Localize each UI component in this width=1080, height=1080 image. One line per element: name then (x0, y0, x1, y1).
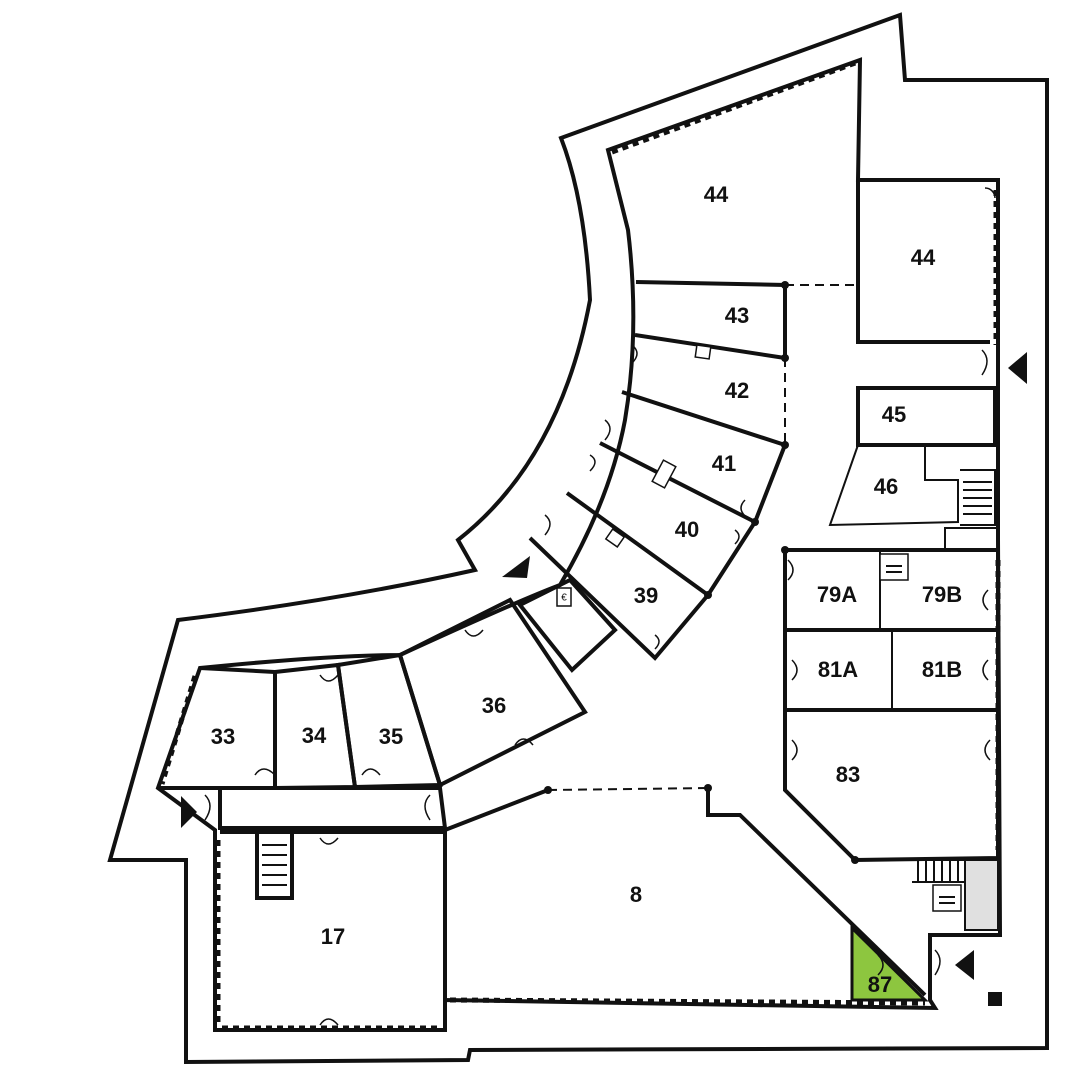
corridor-bottom-wall (218, 786, 448, 830)
room-label-40[interactable]: 40 (675, 517, 699, 542)
room-label-45[interactable]: 45 (882, 402, 906, 427)
room-label-87[interactable]: 87 (868, 972, 892, 997)
room-label-42[interactable]: 42 (725, 378, 749, 403)
door-arcs (204, 187, 996, 1026)
inner-outline (155, 57, 1003, 1032)
small-square-marker (988, 992, 1002, 1006)
entrance-arrow-icon-center (502, 556, 530, 578)
elevator-icon (879, 553, 909, 581)
room-label-44b[interactable]: 44 (911, 245, 936, 270)
service-stairs-lines (917, 860, 959, 882)
room-8-top (444, 788, 549, 832)
room-label-35[interactable]: 35 (379, 724, 403, 749)
entrance-arrow-icon-left (181, 796, 197, 828)
room-17-walls (220, 830, 447, 1030)
room-label-44a[interactable]: 44 (704, 182, 729, 207)
room-41-walls (599, 441, 787, 525)
stairs-icon-2 (963, 481, 992, 515)
building-outline (107, 12, 1049, 1065)
elevator-icon-2 (932, 884, 962, 912)
room-label-79a[interactable]: 79A (817, 582, 857, 607)
room-atm-walls (516, 577, 618, 673)
room-label-79b[interactable]: 79B (922, 582, 962, 607)
entrance-arrow-icon-right (1008, 352, 1027, 384)
svg-text:€: € (561, 593, 567, 604)
service-room (964, 859, 999, 931)
sink-icon (604, 344, 712, 548)
room-label-33[interactable]: 33 (211, 724, 235, 749)
atm-euro-icon: € (556, 587, 572, 607)
stair-46 (960, 469, 996, 526)
room-label-83[interactable]: 83 (836, 762, 860, 787)
room-label-39[interactable]: 39 (634, 583, 658, 608)
room-label-81a[interactable]: 81A (818, 657, 858, 682)
room-label-81b[interactable]: 81B (922, 657, 962, 682)
room-45-walls (856, 386, 997, 447)
entrance-arrow-icon-bottom (955, 950, 974, 980)
room-44b-walls (856, 180, 990, 344)
room-8-right (706, 788, 927, 997)
window-left-33 (159, 675, 198, 785)
room-label-46[interactable]: 46 (874, 474, 898, 499)
room-39-walls (528, 536, 710, 661)
room-label-34[interactable]: 34 (302, 723, 327, 748)
stair-17 (255, 832, 294, 900)
lobby-strip (944, 527, 999, 551)
room-42-walls (621, 390, 786, 447)
room-label-43[interactable]: 43 (725, 303, 749, 328)
room-label-36[interactable]: 36 (482, 693, 506, 718)
stairs-icon (262, 844, 287, 886)
room-label-41[interactable]: 41 (712, 451, 736, 476)
room-33-walls (160, 666, 277, 790)
window-8-bottom (449, 997, 926, 1006)
row-79-81-divider (785, 628, 998, 712)
room-label-8[interactable]: 8 (630, 882, 642, 907)
room-label-17[interactable]: 17 (321, 924, 345, 949)
room-87-area[interactable] (850, 924, 929, 1002)
room-labels: 44 44 43 42 41 40 39 45 46 79A 79B 81A 8… (211, 182, 962, 997)
junction-dots (544, 281, 859, 864)
room-46-walls (828, 444, 959, 527)
room-8-dash (547, 787, 709, 791)
